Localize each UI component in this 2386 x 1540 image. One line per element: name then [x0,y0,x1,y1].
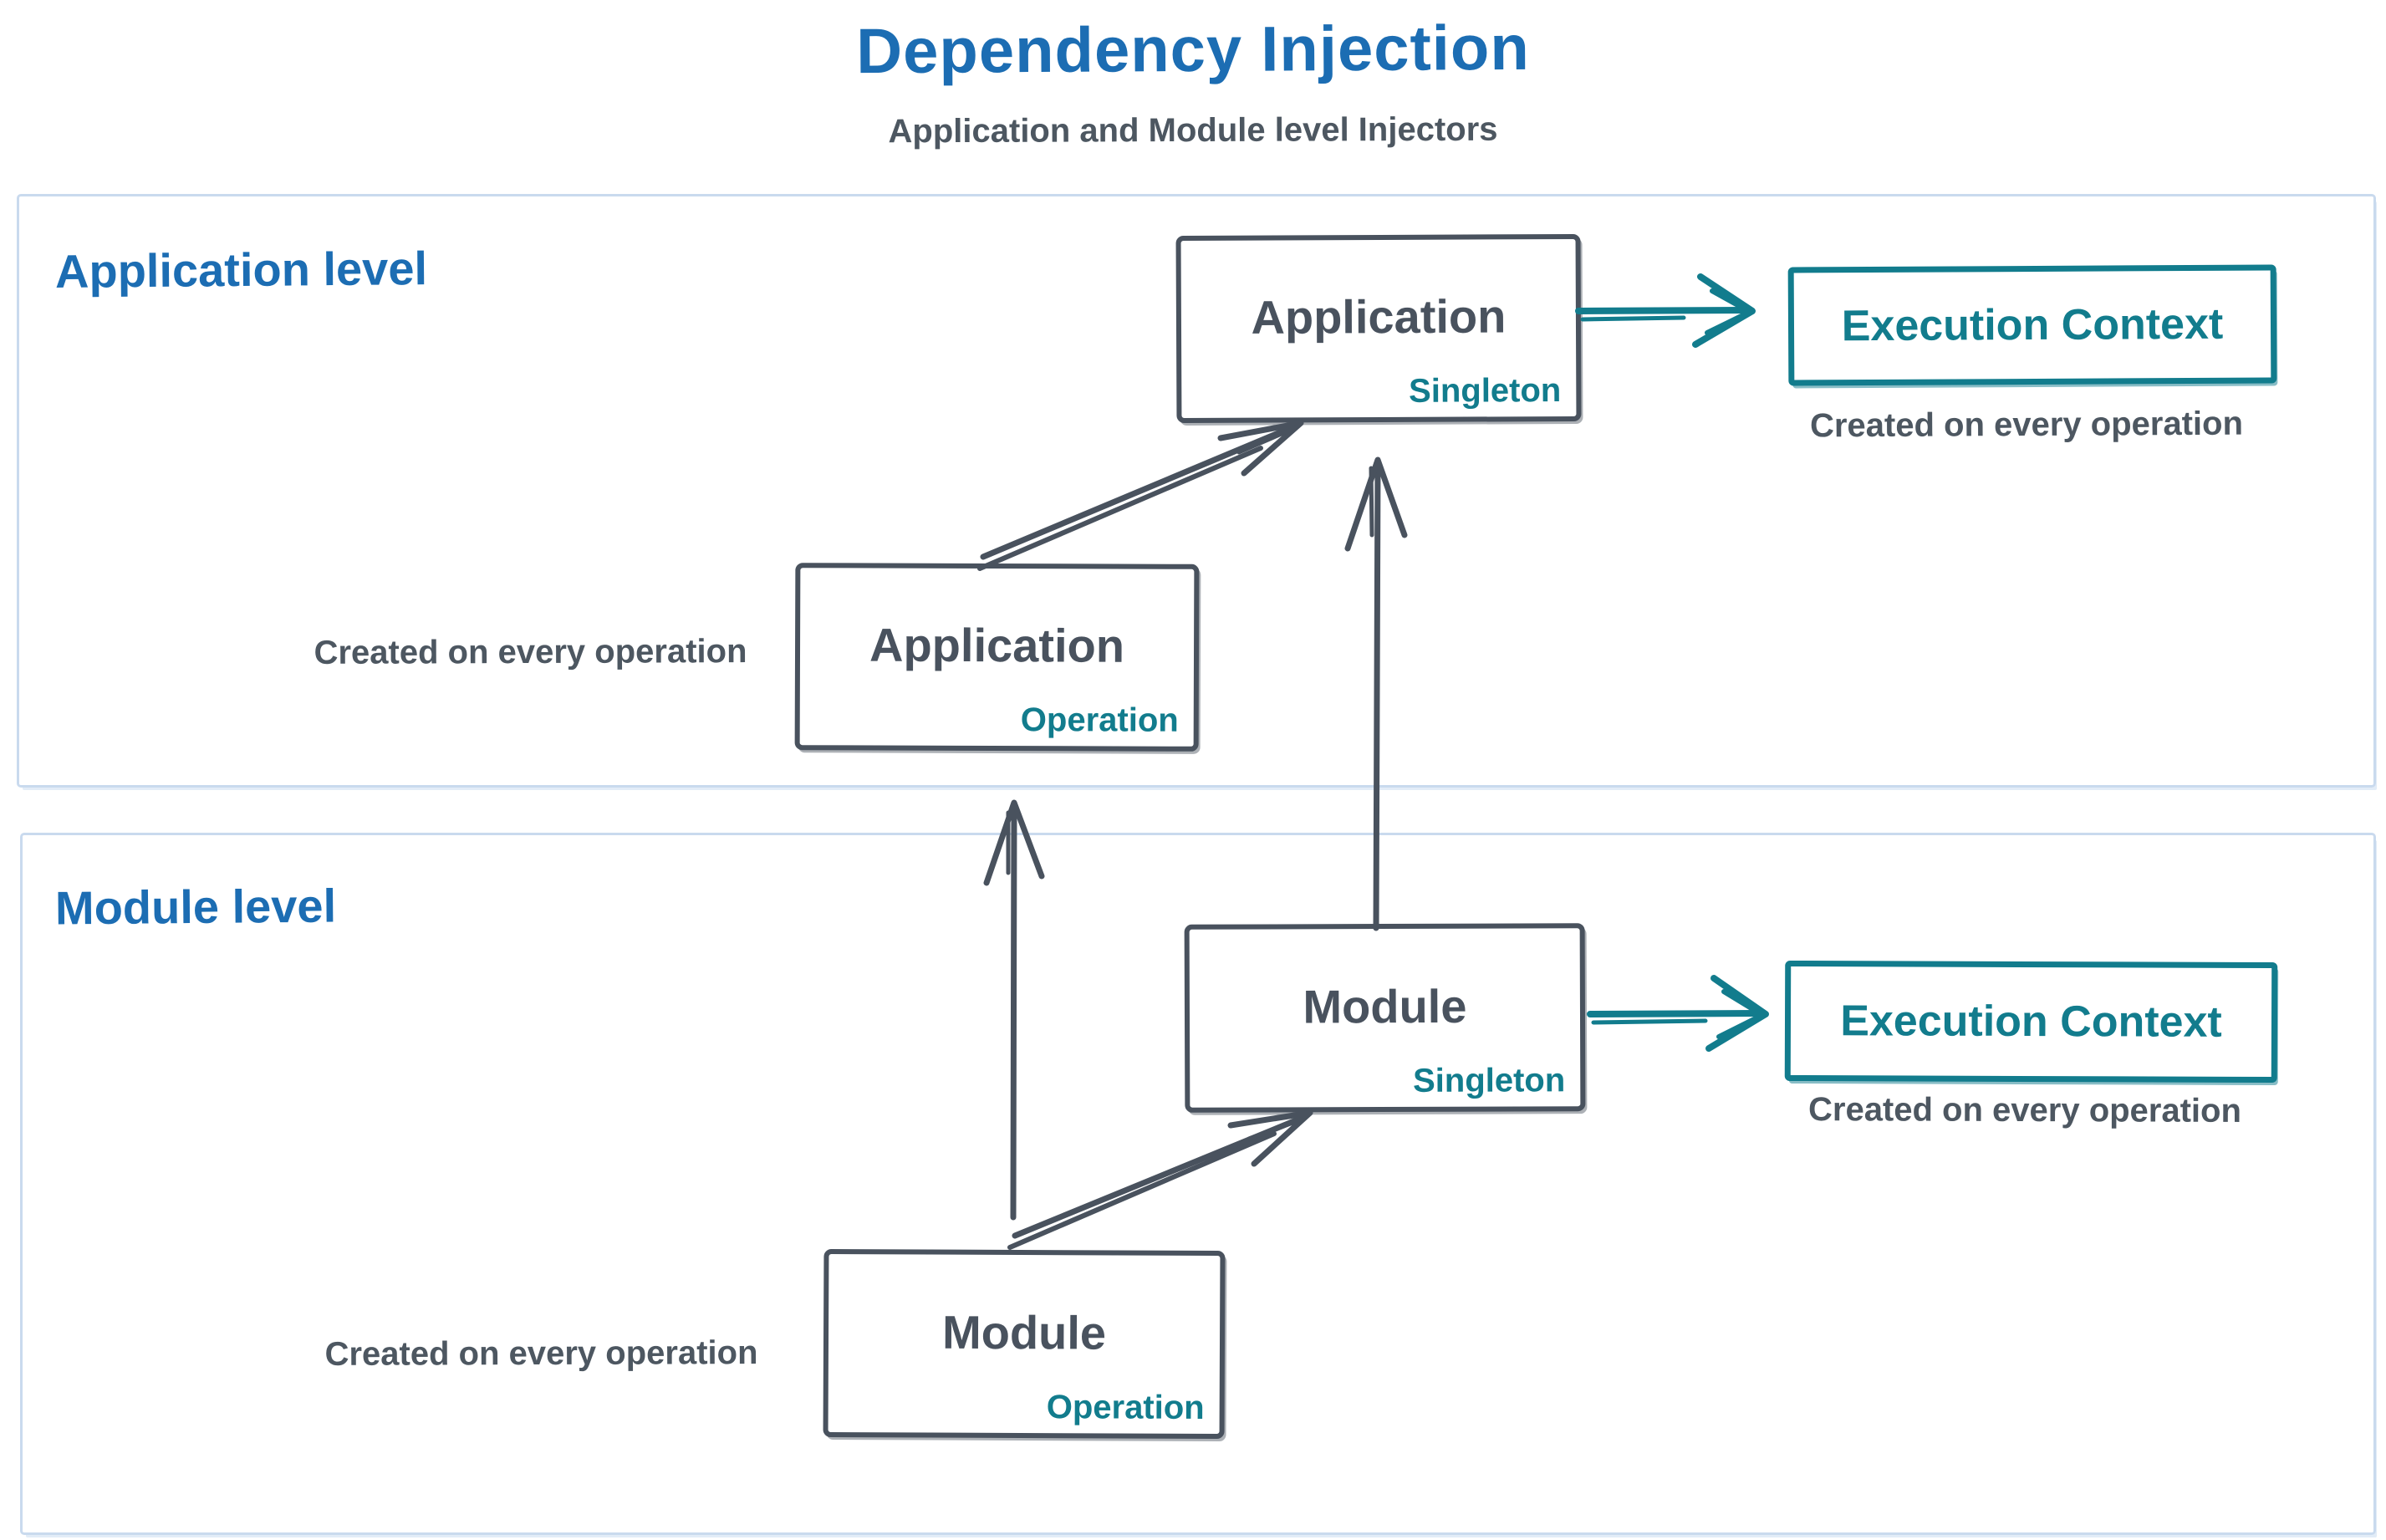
node-scope-badge: Singleton [1412,1062,1566,1099]
node-title: Module [1303,979,1467,1033]
execution-context-box-application: Execution Context [1787,264,2277,386]
node-title: Module [941,1305,1107,1359]
page-subtitle: Application and Module level Injectors [888,110,1498,150]
caption-exec-module: Created on every operation [1807,1091,2242,1130]
execution-context-box-module: Execution Context [1784,960,2278,1084]
application-level-label: Application level [54,242,428,298]
page-title: Dependency Injection [856,12,1530,88]
caption-module-operation: Created on every operation [324,1334,758,1373]
execution-context-label: Execution Context [1840,997,2222,1047]
node-application-operation: Application Operation [794,563,1200,752]
node-scope-badge: Operation [1020,701,1179,739]
node-title: Application [1251,289,1507,344]
module-level-label: Module level [54,879,337,935]
caption-application-operation: Created on every operation [314,633,747,671]
execution-context-label: Execution Context [1841,299,2224,351]
node-application-singleton: Application Singleton [1175,233,1582,424]
node-title: Application [869,618,1125,672]
node-scope-badge: Operation [1046,1389,1205,1426]
node-module-operation: Module Operation [823,1248,1226,1440]
caption-exec-application: Created on every operation [1809,405,2244,445]
module-level-frame [20,833,2376,1535]
node-scope-badge: Singleton [1409,372,1562,410]
application-level-frame [17,194,2376,788]
node-module-singleton: Module Singleton [1184,923,1586,1113]
